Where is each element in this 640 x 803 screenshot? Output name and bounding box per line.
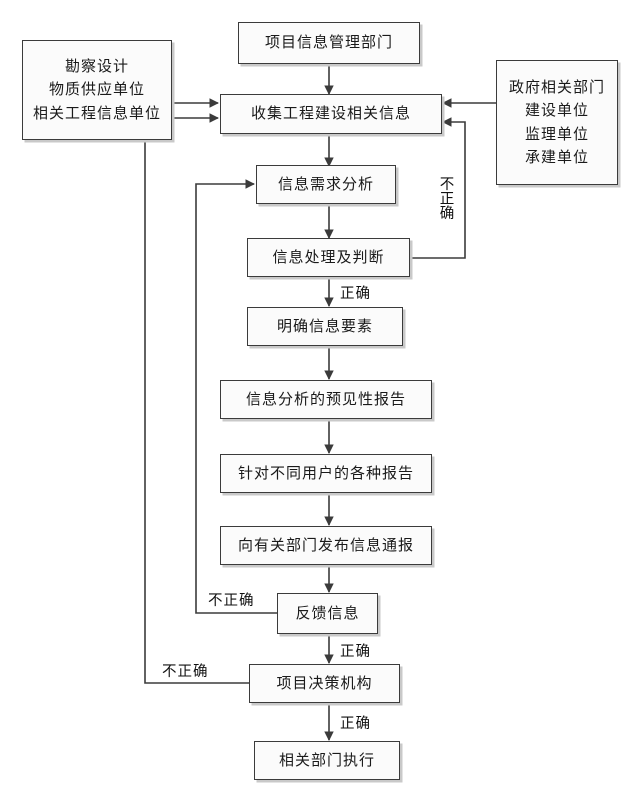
edge-label-decision-incorrect: 不正确 [162,664,209,680]
node-left-sources-line-1: 物质供应单位 [48,80,145,99]
node-feedback-line-0: 反馈信息 [295,603,360,622]
node-process-judge-line-0: 信息处理及判断 [272,247,385,266]
node-collect-info[interactable]: 收集工程建设相关信息 [220,94,442,134]
node-feedback[interactable]: 反馈信息 [277,593,378,634]
node-left-sources-line-2: 相关工程信息单位 [32,103,161,122]
node-predictive-report-line-0: 信息分析的预见性报告 [245,389,406,408]
node-decision-body[interactable]: 项目决策机构 [249,664,400,703]
node-right-sources[interactable]: 政府相关部门 建设单位 监理单位 承建单位 [496,60,618,185]
node-process-judge[interactable]: 信息处理及判断 [247,238,410,277]
node-decision-body-line-0: 项目决策机构 [276,673,373,692]
node-publish-bulletin[interactable]: 向有关部门发布信息通报 [220,526,432,565]
node-publish-bulletin-line-0: 向有关部门发布信息通报 [237,535,414,554]
node-clarify-elements-line-0: 明确信息要素 [276,316,373,335]
node-demand-analysis[interactable]: 信息需求分析 [256,165,396,204]
node-right-sources-line-0: 政府相关部门 [508,78,605,96]
node-predictive-report[interactable]: 信息分析的预见性报告 [220,380,432,419]
node-user-reports-line-0: 针对不同用户的各种报告 [237,463,414,482]
node-clarify-elements[interactable]: 明确信息要素 [247,307,403,346]
node-left-sources[interactable]: 勘察设计 物质供应单位 相关工程信息单位 [22,40,172,140]
edge-label-decision-correct: 正确 [340,716,371,732]
node-info-mgmt-dept-line-0: 项目信息管理部门 [264,33,393,52]
node-right-sources-line-2: 监理单位 [524,124,589,143]
node-left-sources-line-0: 勘察设计 [64,57,129,76]
node-demand-analysis-line-0: 信息需求分析 [277,174,374,193]
node-dept-execute-line-0: 相关部门执行 [278,750,375,769]
edge-label-judge-correct: 正确 [340,286,371,302]
node-dept-execute[interactable]: 相关部门执行 [254,741,400,780]
edge-label-judge-incorrect: 不正确 [437,176,454,220]
node-user-reports[interactable]: 针对不同用户的各种报告 [220,454,432,493]
edge-label-feedback-incorrect: 不正确 [208,593,255,609]
edge-label-feedback-correct: 正确 [340,644,371,660]
node-info-mgmt-dept[interactable]: 项目信息管理部门 [238,22,420,64]
node-right-sources-line-1: 建设单位 [524,101,589,120]
node-collect-info-line-0: 收集工程建设相关信息 [250,104,411,123]
node-right-sources-line-3: 承建单位 [524,147,589,166]
